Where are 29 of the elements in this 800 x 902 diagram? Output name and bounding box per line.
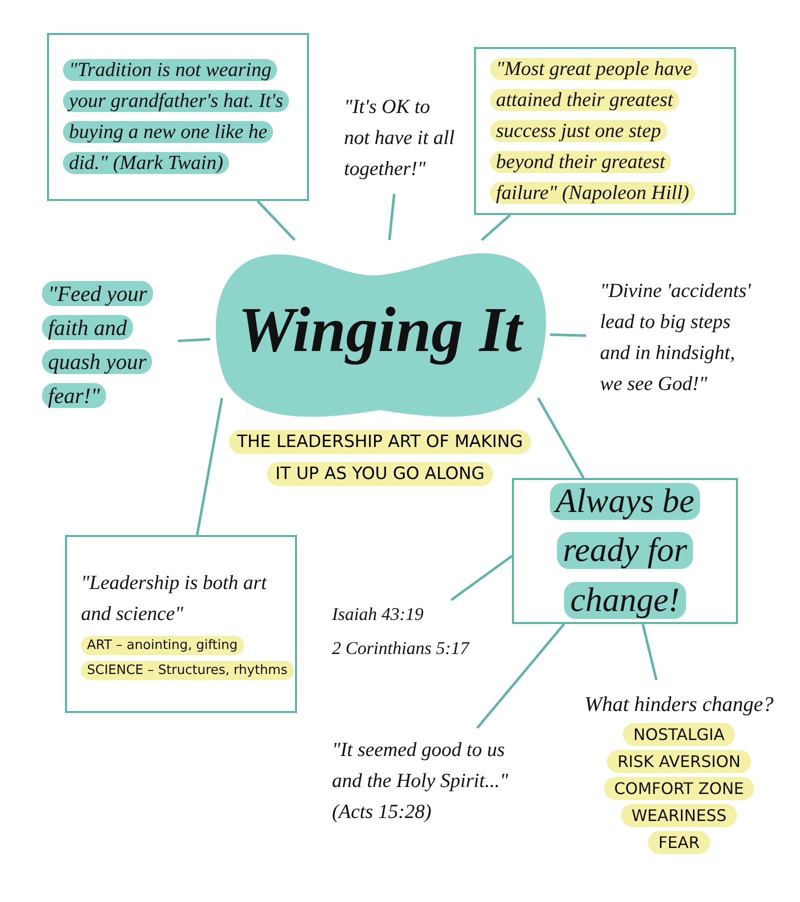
quote-text: Isaiah 43:19 <box>332 603 424 626</box>
connector-line <box>642 624 658 680</box>
connector-line <box>537 397 585 479</box>
quote-card <box>474 47 736 215</box>
connector-line <box>388 194 396 240</box>
quote-card <box>512 478 738 624</box>
list-item: NOSTALGIA <box>623 723 735 746</box>
connector-line <box>450 554 513 602</box>
list-item: FEAR <box>648 831 710 854</box>
connector-line <box>476 623 566 729</box>
list-item: COMFORT ZONE <box>604 777 754 800</box>
connector-line <box>480 214 511 241</box>
quote-card <box>47 33 309 201</box>
quote-text: "Leadership is both art and science" <box>81 571 268 627</box>
highlighted-note: ART – anointing, gifting <box>81 636 244 655</box>
connector-line <box>178 338 210 342</box>
connector-line <box>256 200 296 241</box>
connector-line <box>550 333 586 337</box>
connector-line <box>196 398 224 536</box>
quote-card <box>65 535 297 713</box>
quote-text: "It seemed good to us and the Holy Spirit..." (Acts 15:28) <box>332 738 510 824</box>
title-text: Winging It <box>238 293 522 367</box>
list-heading: What hinders change? <box>584 692 774 717</box>
quote-text: "Divine 'accidents' lead to big steps and in hindsight, we see God!" <box>600 279 752 397</box>
quote-text: "It's OK to not have it all together!" <box>344 94 456 182</box>
list-item: WEARINESS <box>621 804 737 827</box>
highlighted-note: SCIENCE – Structures, rhythms <box>81 661 294 680</box>
list-item: RISK AVERSION <box>607 750 751 773</box>
quote-text: 2 Corinthians 5:17 <box>332 637 470 660</box>
